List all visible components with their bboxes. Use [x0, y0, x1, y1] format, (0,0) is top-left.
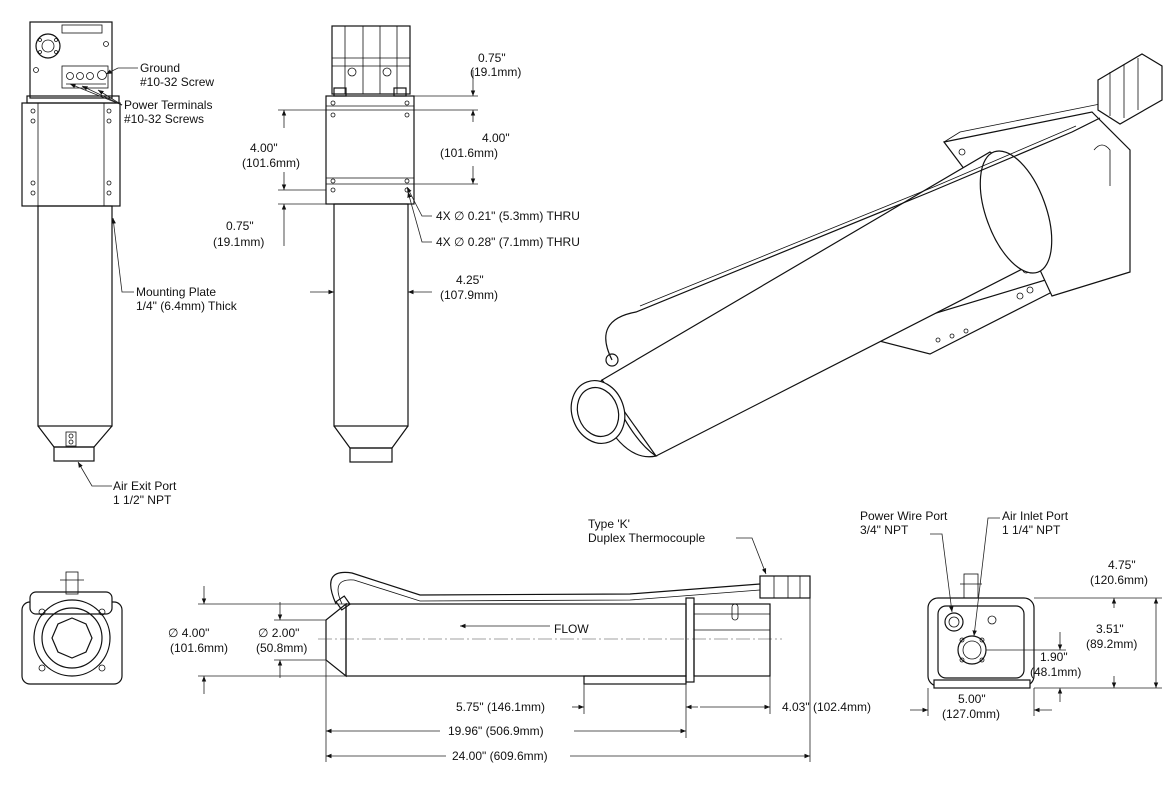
ground-screw-icon: [97, 70, 107, 80]
end-width-dim: 5.00": [958, 692, 986, 706]
air-exit-port-label: Air Exit Port: [113, 479, 177, 493]
holes-small-dim: 4X ∅ 0.21" (5.3mm) THRU: [436, 209, 580, 223]
flow-label: FLOW: [554, 622, 589, 636]
hole-spacing-left-dim: 4.00": [250, 141, 278, 155]
body-width-dim: 4.25": [456, 273, 484, 287]
hole-spacing-left-dim-mm: (101.6mm): [242, 156, 300, 170]
air-inlet-port-sub-label: 1 1/4" NPT: [1002, 523, 1061, 537]
bottom-offset-dim-mm: (19.1mm): [213, 235, 264, 249]
terminal-connector-icon: [35, 33, 61, 59]
end-height-dim-mm: (120.6mm): [1090, 573, 1148, 587]
thermocouple-fitting-icon: [335, 595, 351, 611]
body-length-dim: 19.96" (506.9mm): [448, 724, 544, 738]
end-width-dim-mm: (127.0mm): [942, 707, 1000, 721]
bottom-offset-dim: 0.75": [226, 219, 254, 233]
side-view: 0.75" (19.1mm) 4.00" (101.6mm) 4.00" (10…: [213, 25, 580, 463]
air-exit-port-sub-label: 1 1/2" NPT: [113, 493, 172, 507]
overall-length-dim: 24.00" (609.6mm): [452, 749, 548, 763]
end-mid-dim: 3.51": [1096, 622, 1124, 636]
power-terminal-icon: [66, 72, 74, 80]
side-elevation-view: FLOW Type 'K' Duplex Thermocouple ∅ 4.00…: [168, 517, 871, 763]
power-terminal-icon: [76, 72, 84, 80]
thermocouple-fitting-icon: [605, 353, 619, 367]
mount-screw-icon: [382, 67, 392, 77]
holes-large-dim: 4X ∅ 0.28" (7.1mm) THRU: [436, 235, 580, 249]
isometric-view: [570, 53, 1163, 458]
mounting-plate-label: Mounting Plate: [136, 285, 216, 299]
outer-diameter-dim: ∅ 4.00": [168, 626, 209, 640]
inner-diameter-dim-mm: (50.8mm): [256, 641, 307, 655]
hole-spacing-right-dim: 4.00": [482, 131, 510, 145]
mounting-plate-sub-label: 1/4" (6.4mm) Thick: [136, 299, 238, 313]
ground-label: Ground: [140, 61, 180, 75]
power-terminals-label: Power Terminals: [124, 98, 212, 112]
top-offset-dim-mm: (19.1mm): [470, 65, 521, 79]
power-wire-port-sub-label: 3/4" NPT: [860, 523, 909, 537]
mount-screw-icon: [347, 67, 357, 77]
power-terminal-icon: [86, 72, 94, 80]
end-length-dim: 4.03" (102.4mm): [782, 700, 871, 714]
inlet-height-dim-mm: (48.1mm): [1030, 665, 1081, 679]
outer-diameter-dim-mm: (101.6mm): [170, 641, 228, 655]
front-view: Ground #10-32 Screw Power Terminals #10-…: [21, 21, 238, 507]
end-view-left: [21, 571, 123, 685]
hole-spacing-right-dim-mm: (101.6mm): [440, 146, 498, 160]
ground-sub-label: #10-32 Screw: [140, 75, 214, 89]
thermocouple-sub-label: Duplex Thermocouple: [588, 531, 706, 545]
end-mid-dim-mm: (89.2mm): [1086, 637, 1137, 651]
end-height-dim: 4.75": [1108, 558, 1136, 572]
body-width-dim-mm: (107.9mm): [440, 288, 498, 302]
power-wire-port-label: Power Wire Port: [860, 509, 948, 523]
thermocouple-label: Type 'K': [588, 517, 630, 531]
end-view-right: Power Wire Port 3/4" NPT Air Inlet Port …: [860, 509, 1162, 721]
power-terminals-sub-label: #10-32 Screws: [124, 112, 204, 126]
air-inlet-port-label: Air Inlet Port: [1002, 509, 1069, 523]
plate-length-dim: 5.75" (146.1mm): [456, 700, 545, 714]
top-offset-dim: 0.75": [478, 51, 506, 65]
power-wire-port-icon: [944, 612, 964, 632]
inner-diameter-dim: ∅ 2.00": [258, 626, 299, 640]
inlet-height-dim: 1.90": [1040, 650, 1068, 664]
